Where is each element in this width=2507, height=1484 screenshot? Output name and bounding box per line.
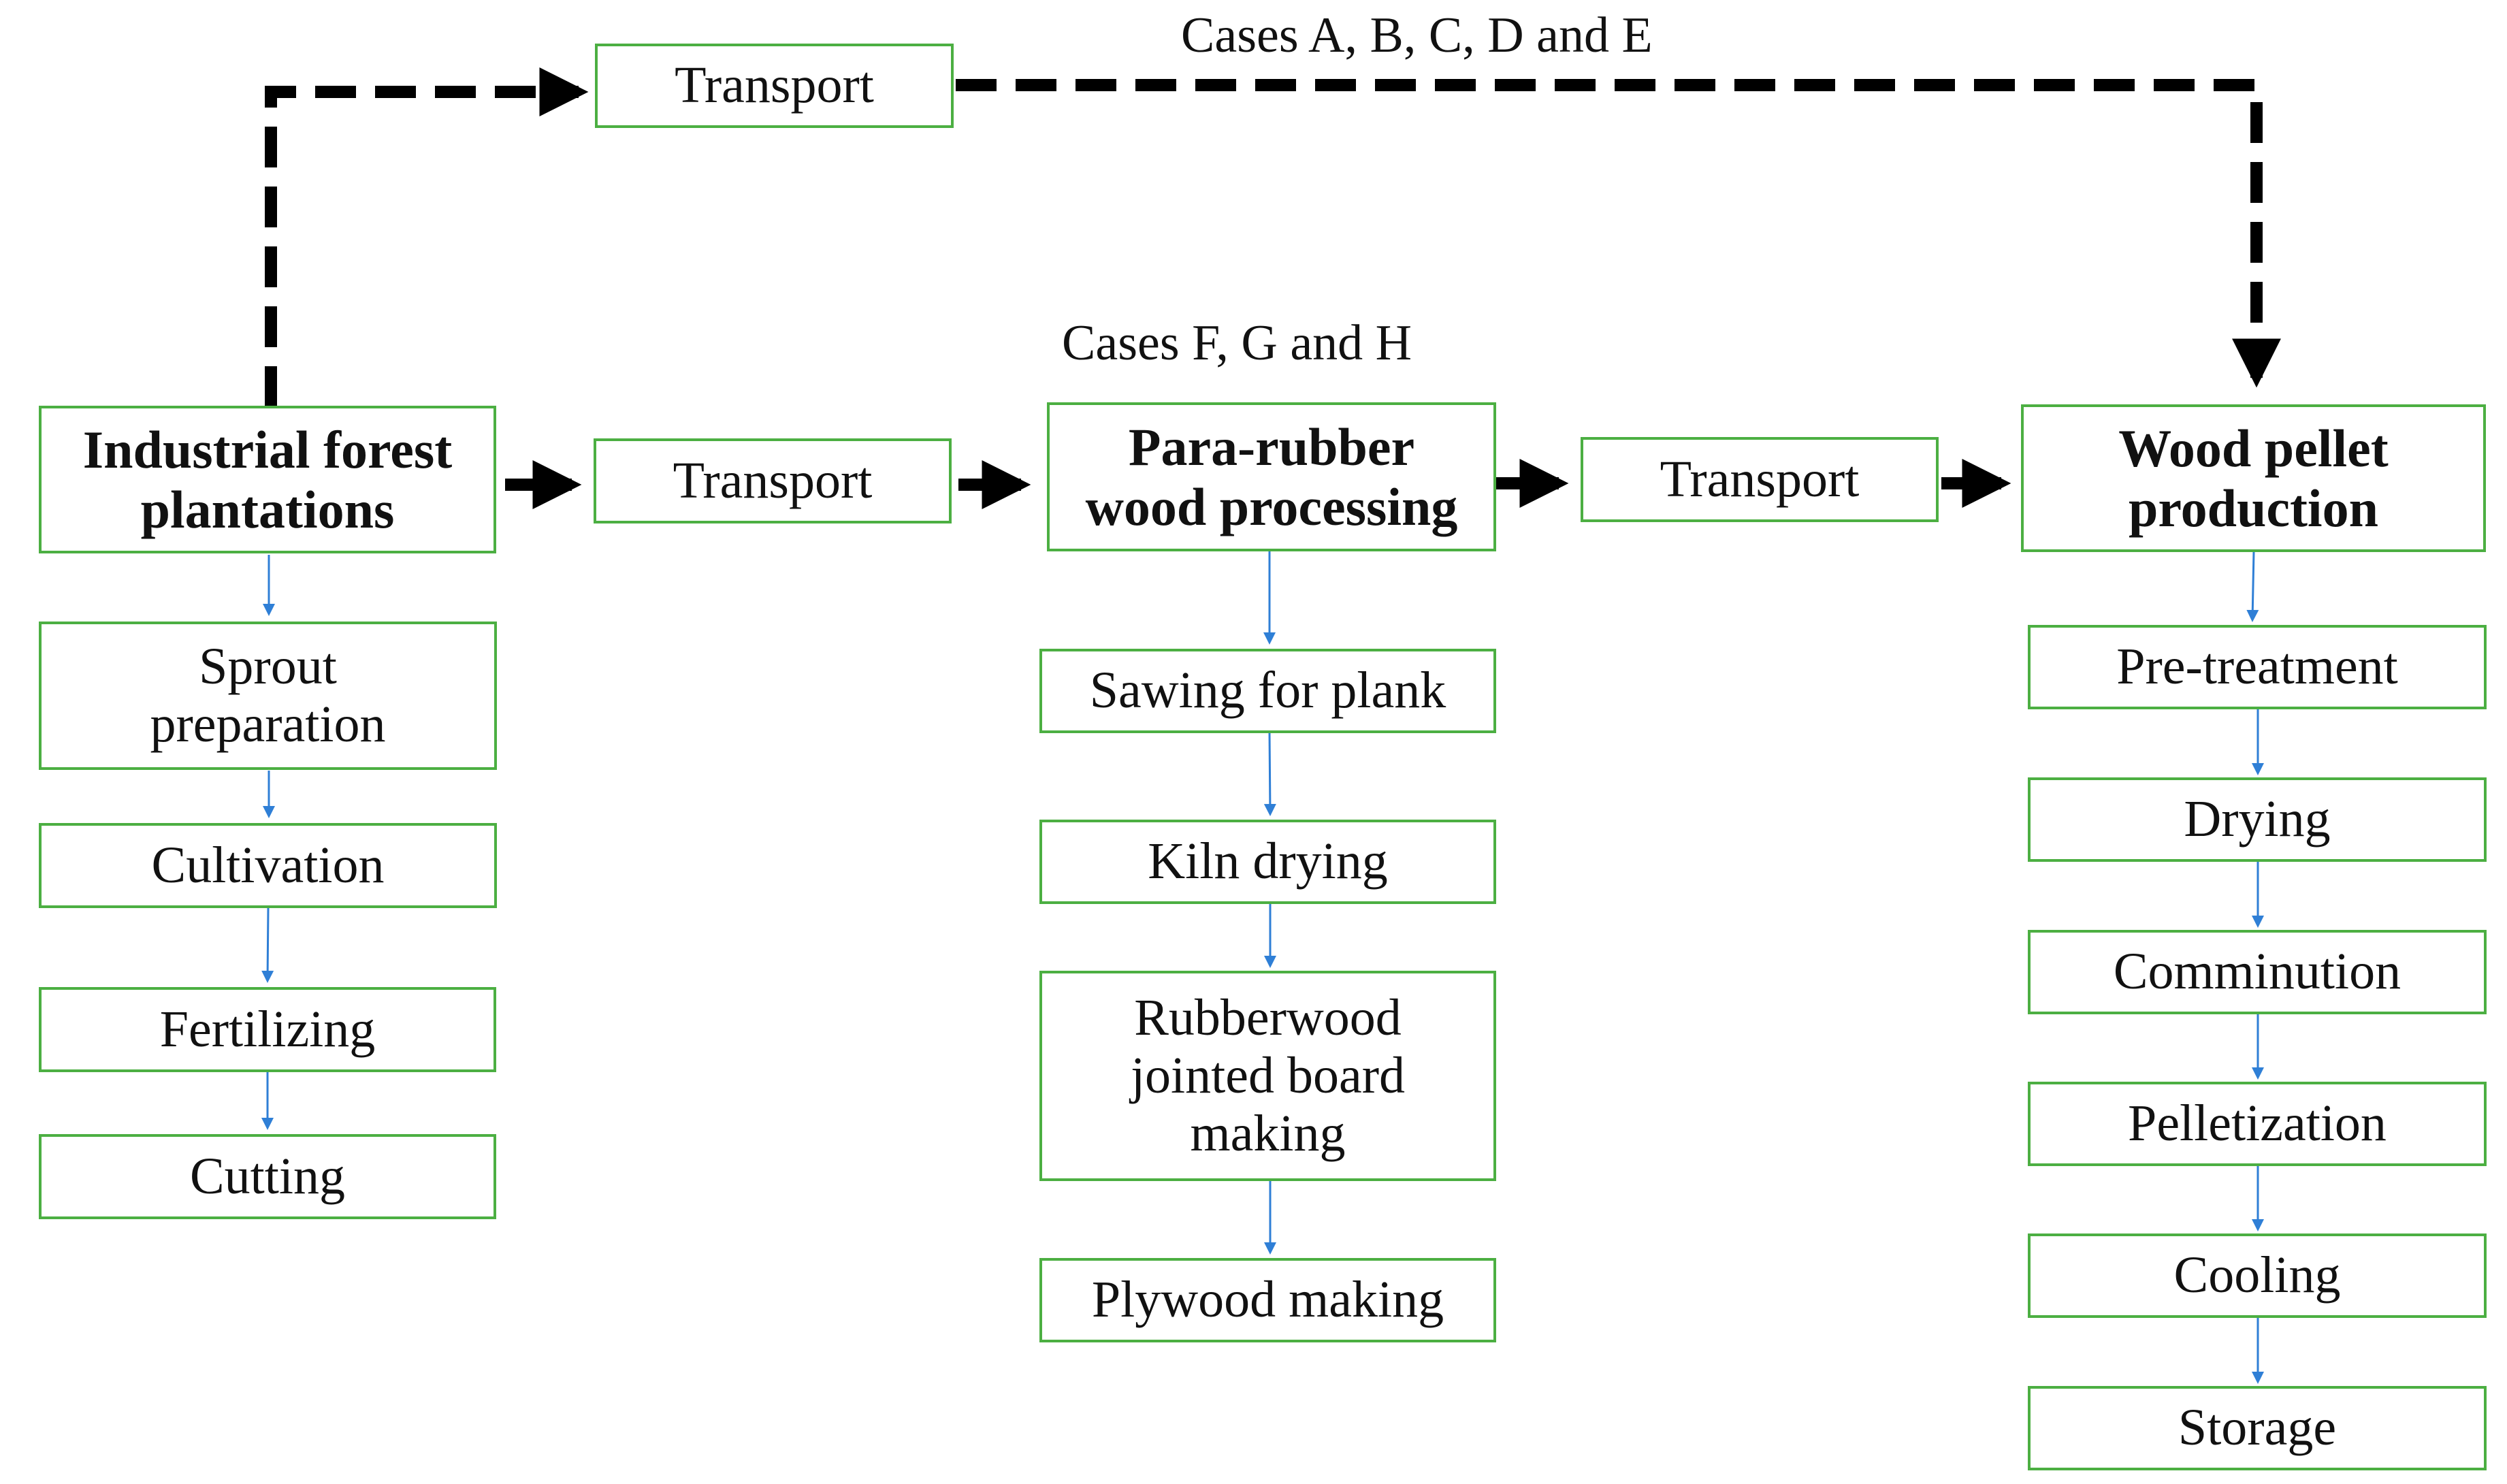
box-sawing-for-plank: Sawing for plank <box>1039 649 1496 733</box>
box-transport-to-processing: Transport <box>594 438 952 523</box>
box-pelletization: Pelletization <box>2028 1082 2487 1166</box>
box-industrial-forest-plantations: Industrial forest plantations <box>39 406 496 553</box>
box-rubberwood-jointed-board-making: Rubberwood jointed board making <box>1039 971 1496 1181</box>
box-plywood-making: Plywood making <box>1039 1258 1496 1342</box>
box-para-rubber-wood-processing: Para-rubber wood processing <box>1047 402 1496 551</box>
box-storage: Storage <box>2028 1386 2487 1470</box>
box-pre-treatment: Pre-treatment <box>2028 625 2487 709</box>
caption-cases-a-e: Cases A, B, C, D and E <box>1181 7 1653 63</box>
dashed-arrow-top-transport-to-pellet <box>956 79 2281 388</box>
caption-cases-f-h: Cases F, G and H <box>1062 315 1412 371</box>
box-wood-pellet-production: Wood pellet production <box>2021 404 2486 552</box>
box-cooling: Cooling <box>2028 1233 2487 1318</box>
box-cutting: Cutting <box>39 1134 496 1219</box>
box-kiln-drying: Kiln drying <box>1039 820 1496 904</box>
box-comminution: Comminution <box>2028 930 2487 1014</box>
box-sprout-preparation: Sprout preparation <box>39 622 497 770</box>
box-drying: Drying <box>2028 777 2487 862</box>
box-transport-direct: Transport <box>595 44 954 128</box>
box-cultivation: Cultivation <box>39 823 497 908</box>
sub-arrow-pellet-1 <box>2246 551 2259 622</box>
box-fertilizing: Fertilizing <box>39 987 496 1072</box>
dashed-arrow-plantations-to-top-transport <box>265 67 589 407</box>
box-transport-to-pellet: Transport <box>1581 437 1939 522</box>
sub-arrow-processing-2 <box>1263 731 1276 816</box>
